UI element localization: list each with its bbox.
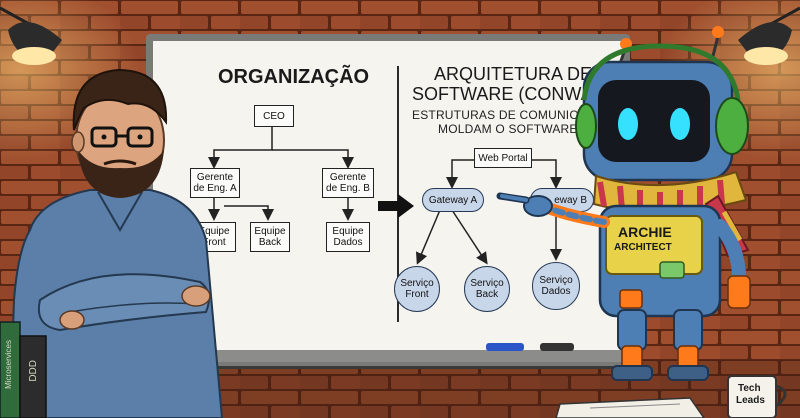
robot-badge-name: ARCHIE bbox=[618, 224, 672, 240]
robot-badge-role: ARCHITECT bbox=[614, 242, 672, 253]
marker-dark bbox=[540, 343, 574, 351]
whiteboard-tray bbox=[150, 350, 622, 362]
left-lamp-icon bbox=[0, 6, 62, 65]
right-lamp-icon bbox=[738, 6, 800, 65]
mug-text-line1: Tech bbox=[738, 383, 761, 394]
org-title: ORGANIZAÇÃO bbox=[218, 66, 370, 88]
mug-text-line2: Leads bbox=[736, 395, 765, 406]
subtitle-line1: ESTRUTURAS DE COMUNICAÇÃO bbox=[412, 108, 614, 122]
gateway-a-node: Gateway A bbox=[422, 188, 484, 212]
subtitle-line2: MOLDAM O SOFTWARE bbox=[438, 122, 578, 136]
ceo-box: CEO bbox=[254, 105, 294, 127]
marker-blue bbox=[486, 343, 524, 351]
architecture-title-line1: ARQUITETURA DE bbox=[434, 64, 593, 84]
architecture-title-line2: SOFTWARE (CONWAY) bbox=[412, 84, 610, 104]
web-portal-box: Web Portal bbox=[474, 148, 532, 168]
